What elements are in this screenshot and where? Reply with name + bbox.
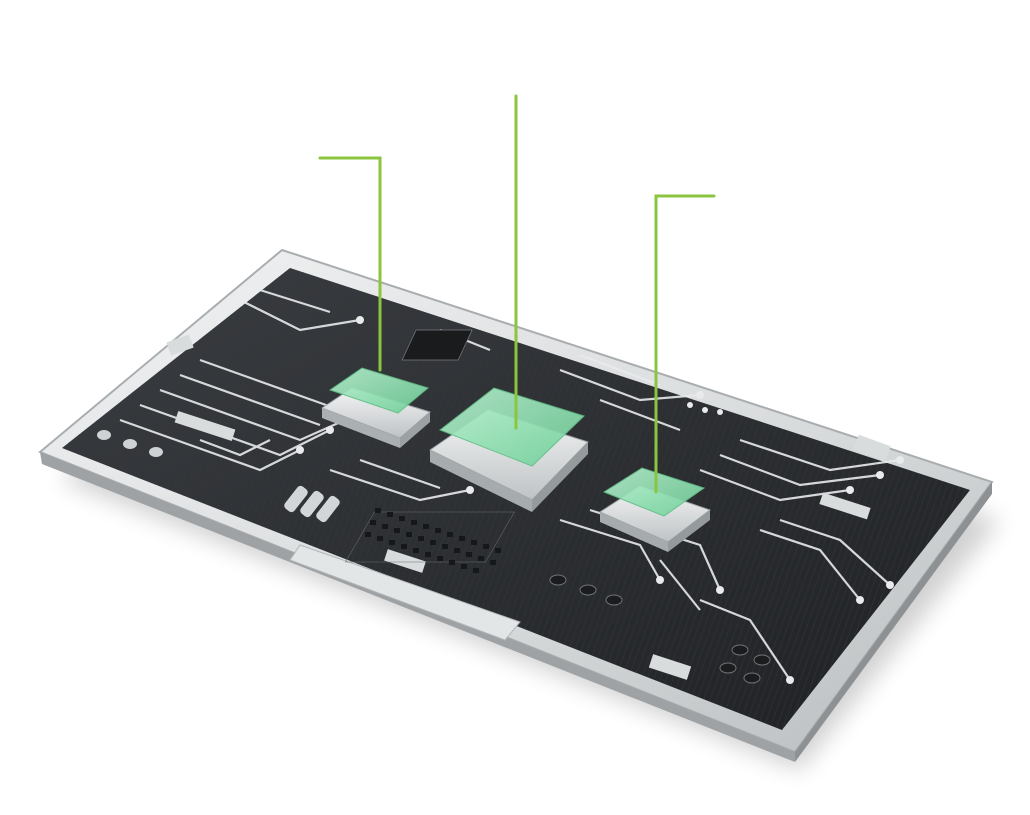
chip-left — [320, 367, 432, 448]
chip-center — [429, 387, 589, 512]
frame-edge-side — [795, 482, 992, 762]
trace-pads — [296, 316, 904, 684]
pin-grid — [345, 511, 515, 563]
callout-leaders — [318, 94, 716, 494]
chip-right — [598, 467, 712, 552]
frame-handle — [289, 544, 521, 641]
top-connector — [401, 329, 473, 361]
capacitors — [97, 430, 771, 684]
leader-left — [318, 156, 382, 372]
resistor-bars — [284, 485, 340, 523]
pin-grid-dots — [365, 508, 501, 573]
connector-blocks — [166, 334, 891, 680]
leader-right — [654, 194, 716, 494]
